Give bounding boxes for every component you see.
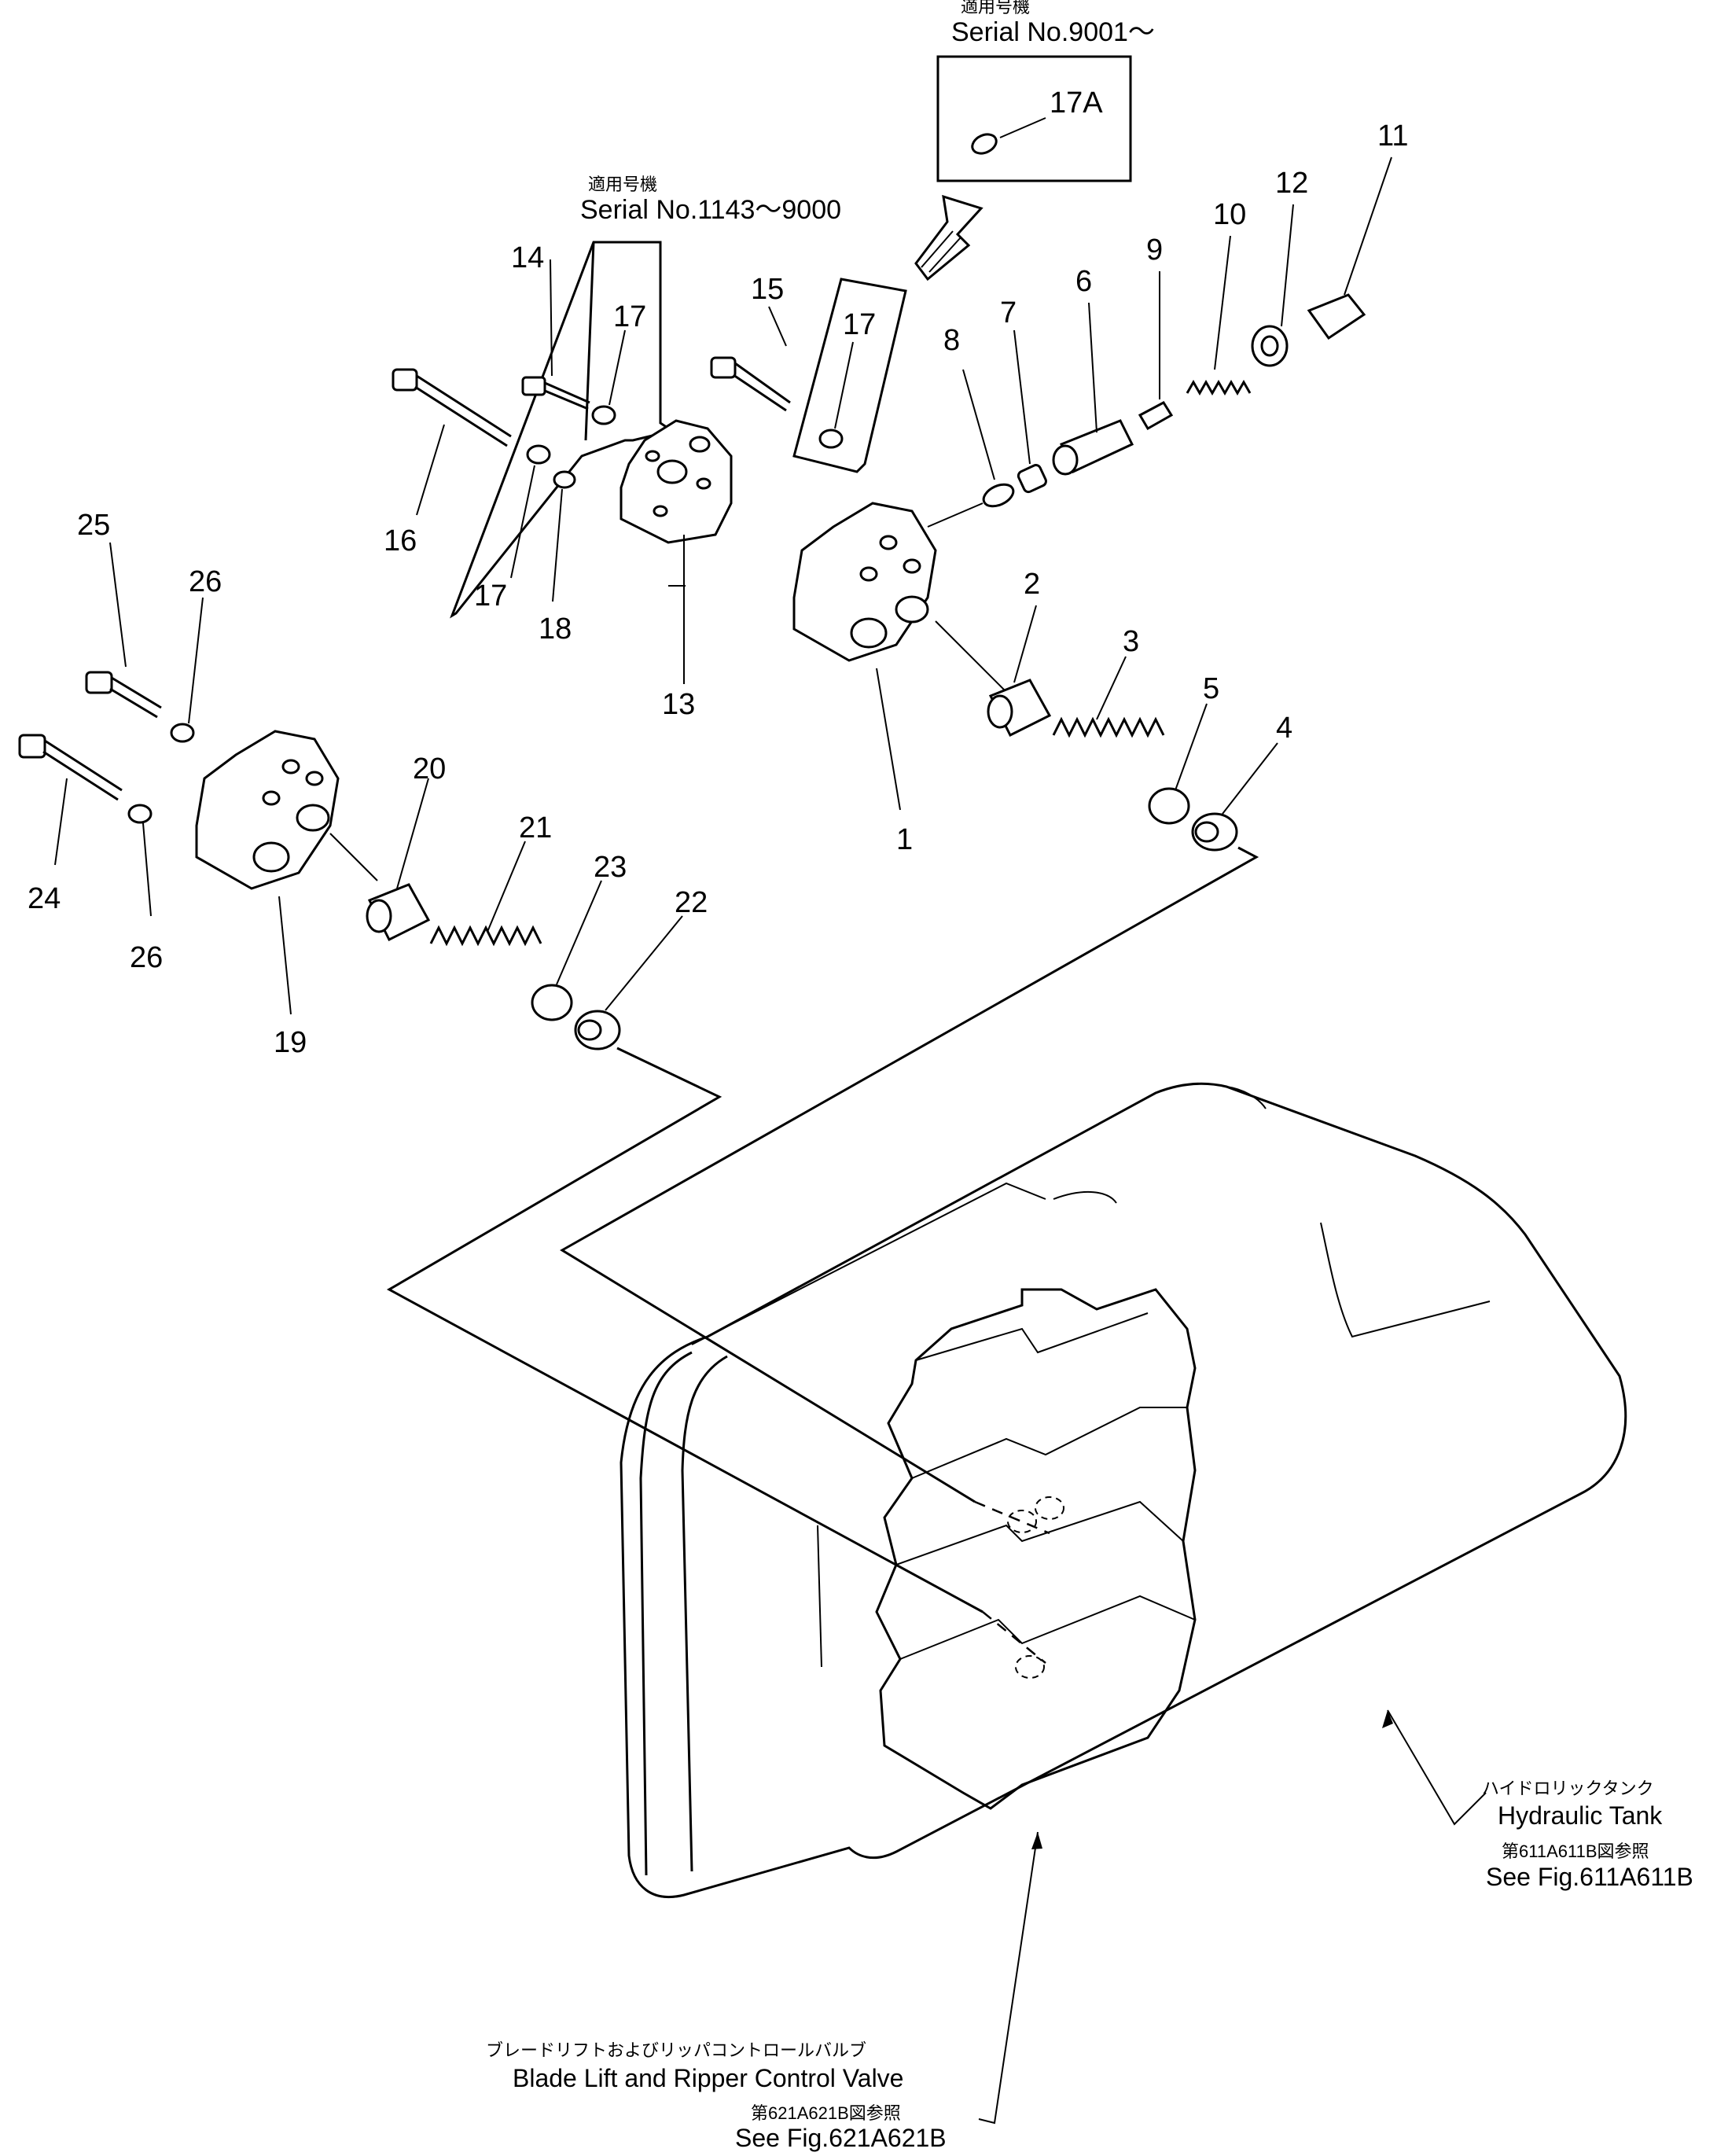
callout-17A: 17A — [1050, 86, 1103, 120]
callout-23: 23 — [594, 851, 627, 884]
callout-25: 25 — [77, 509, 110, 542]
washer-18 — [553, 470, 576, 489]
valve-leader — [978, 1831, 1039, 2125]
tank-label: Hydraulic Tank — [1498, 1801, 1663, 1830]
valve-label: Blade Lift and Ripper Control Valve — [513, 2064, 903, 2092]
callout-18: 18 — [539, 613, 572, 646]
serial-note-upper: 適用号機 Serial No.9001～ 17A — [936, 0, 1155, 182]
callout-17-b: 17 — [474, 579, 507, 613]
cover-group-13: 14 16 17 17 18 13 — [384, 241, 733, 721]
callout-15: 15 — [751, 273, 784, 306]
callout-21: 21 — [519, 811, 552, 844]
callout-17-a: 17 — [613, 300, 646, 333]
o-ring-23 — [531, 984, 573, 1021]
callout-19: 19 — [274, 1026, 307, 1059]
callout-1: 1 — [896, 823, 913, 856]
callout-8: 8 — [943, 324, 960, 357]
callout-20: 20 — [413, 752, 446, 786]
valve-reference: ブレードリフトおよびリッパコントロールバルブ Blade Lift and Ri… — [486, 2040, 947, 2152]
serial-note-left: 適用号機 Serial No.1143～9000 — [580, 175, 841, 225]
callout-24: 24 — [28, 882, 61, 915]
bolt-16-head — [392, 368, 418, 392]
callout-7: 7 — [1000, 296, 1017, 329]
washer-26-a — [170, 723, 195, 743]
valve-fig-label: See Fig.621A621B — [735, 2124, 947, 2152]
callout-12: 12 — [1275, 167, 1308, 200]
serial-upper-box — [936, 55, 1132, 182]
connection-lines — [386, 846, 1259, 1664]
bolt-15-head — [710, 356, 737, 379]
poppet-9 — [1138, 401, 1174, 431]
callout-2: 2 — [1024, 568, 1040, 601]
callout-5: 5 — [1203, 672, 1219, 705]
washer-26-b — [127, 804, 153, 824]
callout-22: 22 — [675, 886, 708, 919]
callout-9: 9 — [1146, 234, 1163, 267]
callout-17-c: 17 — [843, 308, 876, 341]
serial-left-jp: 適用号機 — [588, 175, 657, 194]
washer-17-a — [591, 405, 616, 425]
washer-17-b — [526, 444, 551, 465]
washer-17-c — [818, 429, 844, 449]
tank-reference: ハイドロリックタンク Hydraulic Tank 第611A611B図参照 S… — [1482, 1779, 1693, 1891]
hydraulic-tank — [620, 1082, 1627, 2125]
bolt-24-head — [18, 734, 46, 759]
callout-13: 13 — [662, 688, 695, 721]
serial-upper-label: Serial No.9001～ — [951, 17, 1155, 47]
callout-6: 6 — [1075, 265, 1092, 298]
o-ring-8 — [982, 483, 1015, 508]
serial-left-label: Serial No.1143～9000 — [580, 195, 841, 225]
o-ring-5 — [1148, 787, 1190, 825]
valve-group-19: 25 26 24 26 19 20 21 23 — [18, 509, 708, 1059]
valve-fig-jp: 第621A621B図参照 — [751, 2103, 901, 2123]
spring-21 — [429, 925, 542, 947]
callout-4: 4 — [1276, 712, 1292, 745]
callout-10: 10 — [1213, 198, 1246, 231]
bolt-25-head — [85, 671, 113, 694]
bolt-14-head — [521, 376, 546, 396]
part-7 — [1017, 464, 1047, 494]
hatched-arrow — [914, 194, 984, 281]
callout-14: 14 — [511, 241, 544, 274]
callout-11: 11 — [1377, 120, 1408, 153]
spring-10 — [1186, 379, 1252, 396]
tank-leader — [1387, 1709, 1487, 1826]
o-ring-17A — [971, 133, 998, 155]
valve-jp: ブレードリフトおよびリッパコントロールバルブ — [486, 2040, 866, 2060]
valve-body-19 — [195, 730, 340, 890]
spring-3 — [1052, 716, 1165, 738]
callout-26-b: 26 — [130, 941, 163, 974]
plug-11 — [1307, 293, 1366, 340]
serial-upper-jp: 適用号機 — [961, 0, 1030, 17]
callout-26-a: 26 — [189, 565, 222, 598]
callout-16: 16 — [384, 524, 417, 557]
control-valve-block — [875, 1288, 1197, 1810]
tank-fig-jp: 第611A611B図参照 — [1502, 1841, 1649, 1861]
valve-group-1: 15 17 1 8 7 6 9 10 — [710, 120, 1408, 856]
tank-outline — [620, 1082, 1627, 1899]
tank-jp: ハイドロリックタンク — [1482, 1779, 1654, 1798]
tank-fig-label: See Fig.611A611B — [1486, 1863, 1693, 1891]
callout-3: 3 — [1123, 625, 1139, 658]
valve-body-1 — [792, 502, 937, 662]
